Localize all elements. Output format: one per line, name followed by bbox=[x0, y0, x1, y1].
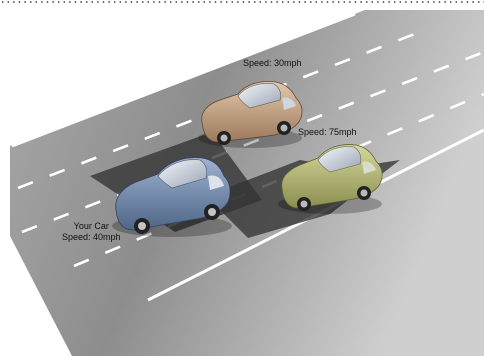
your-car-label: Your Car Speed: 40mph bbox=[62, 221, 121, 243]
your-car-title: Your Car bbox=[62, 221, 121, 232]
car-tan-speed-label: Speed: 30mph bbox=[243, 58, 302, 69]
your-car-speed: Speed: 40mph bbox=[62, 232, 121, 243]
car-green-speed-label: Speed: 75mph bbox=[298, 127, 357, 138]
